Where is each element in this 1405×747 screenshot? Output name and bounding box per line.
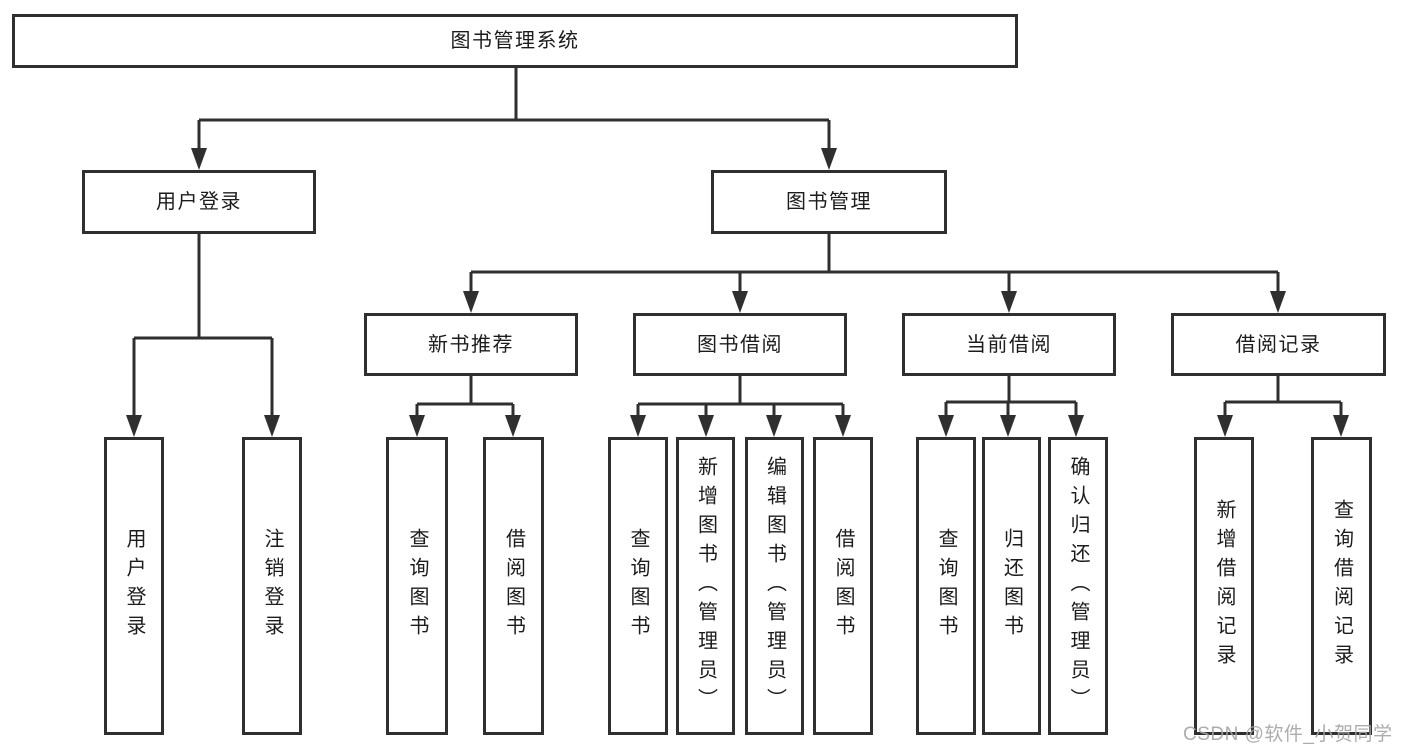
arrowhead-icon xyxy=(766,415,782,437)
connector-book-management-branch xyxy=(469,234,1280,293)
arrowhead-icon xyxy=(821,148,837,170)
leaf-label: 借阅图书 xyxy=(502,528,525,644)
arrowhead-icon xyxy=(1270,291,1286,313)
node-library-management-system: 图书管理系统 xyxy=(12,14,1018,68)
connector-user-login-branch xyxy=(132,234,274,417)
leaf-logout: 注销登录 xyxy=(242,437,302,735)
leaf-label: 新增图书（管理员） xyxy=(694,455,717,717)
leaf-newbook-query-books: 查询图书 xyxy=(386,437,448,735)
arrowhead-icon xyxy=(191,148,207,170)
arrowhead-icon xyxy=(1001,291,1017,313)
leaf-label: 查询借阅记录 xyxy=(1330,499,1353,673)
leaf-label: 查询图书 xyxy=(935,528,957,644)
leaf-borrowing-borrow-books: 借阅图书 xyxy=(813,437,873,735)
node-current-borrowing: 当前借阅 xyxy=(902,313,1116,376)
leaf-current-return-books: 归还图书 xyxy=(982,437,1041,735)
arrowhead-icon xyxy=(463,291,479,313)
node-borrow-records: 借阅记录 xyxy=(1171,313,1386,376)
arrowhead-icon xyxy=(1068,415,1084,437)
connector-current-borrowing-branch xyxy=(944,376,1078,417)
csdn-watermark: CSDN @软件_小贺同学 xyxy=(1183,724,1393,745)
leaf-label: 编辑图书（管理员） xyxy=(763,455,786,717)
node-book-borrowing: 图书借阅 xyxy=(633,313,847,376)
leaf-current-confirm-return-admin: 确认归还（管理员） xyxy=(1048,437,1108,735)
leaf-records-query-borrow-record: 查询借阅记录 xyxy=(1311,437,1372,735)
leaf-label: 借阅图书 xyxy=(832,528,854,644)
leaf-label: 确认归还（管理员） xyxy=(1067,455,1089,717)
leaf-current-query-books: 查询图书 xyxy=(916,437,976,735)
arrowhead-icon xyxy=(409,415,425,437)
arrowhead-icon xyxy=(505,415,521,437)
arrowhead-icon xyxy=(126,415,142,437)
arrowhead-icon xyxy=(264,415,280,437)
leaf-label: 归还图书 xyxy=(1000,528,1023,644)
leaf-borrowing-add-books-admin: 新增图书（管理员） xyxy=(676,437,735,735)
node-new-book-recommend: 新书推荐 xyxy=(364,313,578,376)
connector-borrow-records-branch xyxy=(1223,376,1343,417)
leaf-records-add-borrow-record: 新增借阅记录 xyxy=(1194,437,1254,735)
arrowhead-icon xyxy=(732,291,748,313)
leaf-label: 注销登录 xyxy=(261,528,283,644)
leaf-label: 新增借阅记录 xyxy=(1213,499,1235,673)
arrowhead-icon xyxy=(835,415,851,437)
arrowhead-icon xyxy=(630,415,646,437)
connector-root-to-level2 xyxy=(197,68,831,150)
arrowhead-icon xyxy=(1217,415,1233,437)
leaf-borrowing-query-books: 查询图书 xyxy=(608,437,668,735)
arrowhead-icon xyxy=(698,415,714,437)
leaf-label: 查询图书 xyxy=(406,528,428,644)
connector-book-borrowing-branch xyxy=(636,376,845,417)
arrowhead-icon xyxy=(1000,415,1016,437)
leaf-user-login: 用户登录 xyxy=(104,437,164,735)
leaf-newbook-borrow-books: 借阅图书 xyxy=(483,437,544,735)
node-user-login: 用户登录 xyxy=(82,170,316,234)
leaf-label: 查询图书 xyxy=(627,528,649,644)
leaf-label: 用户登录 xyxy=(123,528,145,644)
leaf-borrowing-edit-books-admin: 编辑图书（管理员） xyxy=(745,437,804,735)
arrowhead-icon xyxy=(1333,415,1349,437)
connector-new-book-branch xyxy=(415,376,515,417)
arrowhead-icon xyxy=(938,415,954,437)
node-book-management: 图书管理 xyxy=(711,170,947,234)
